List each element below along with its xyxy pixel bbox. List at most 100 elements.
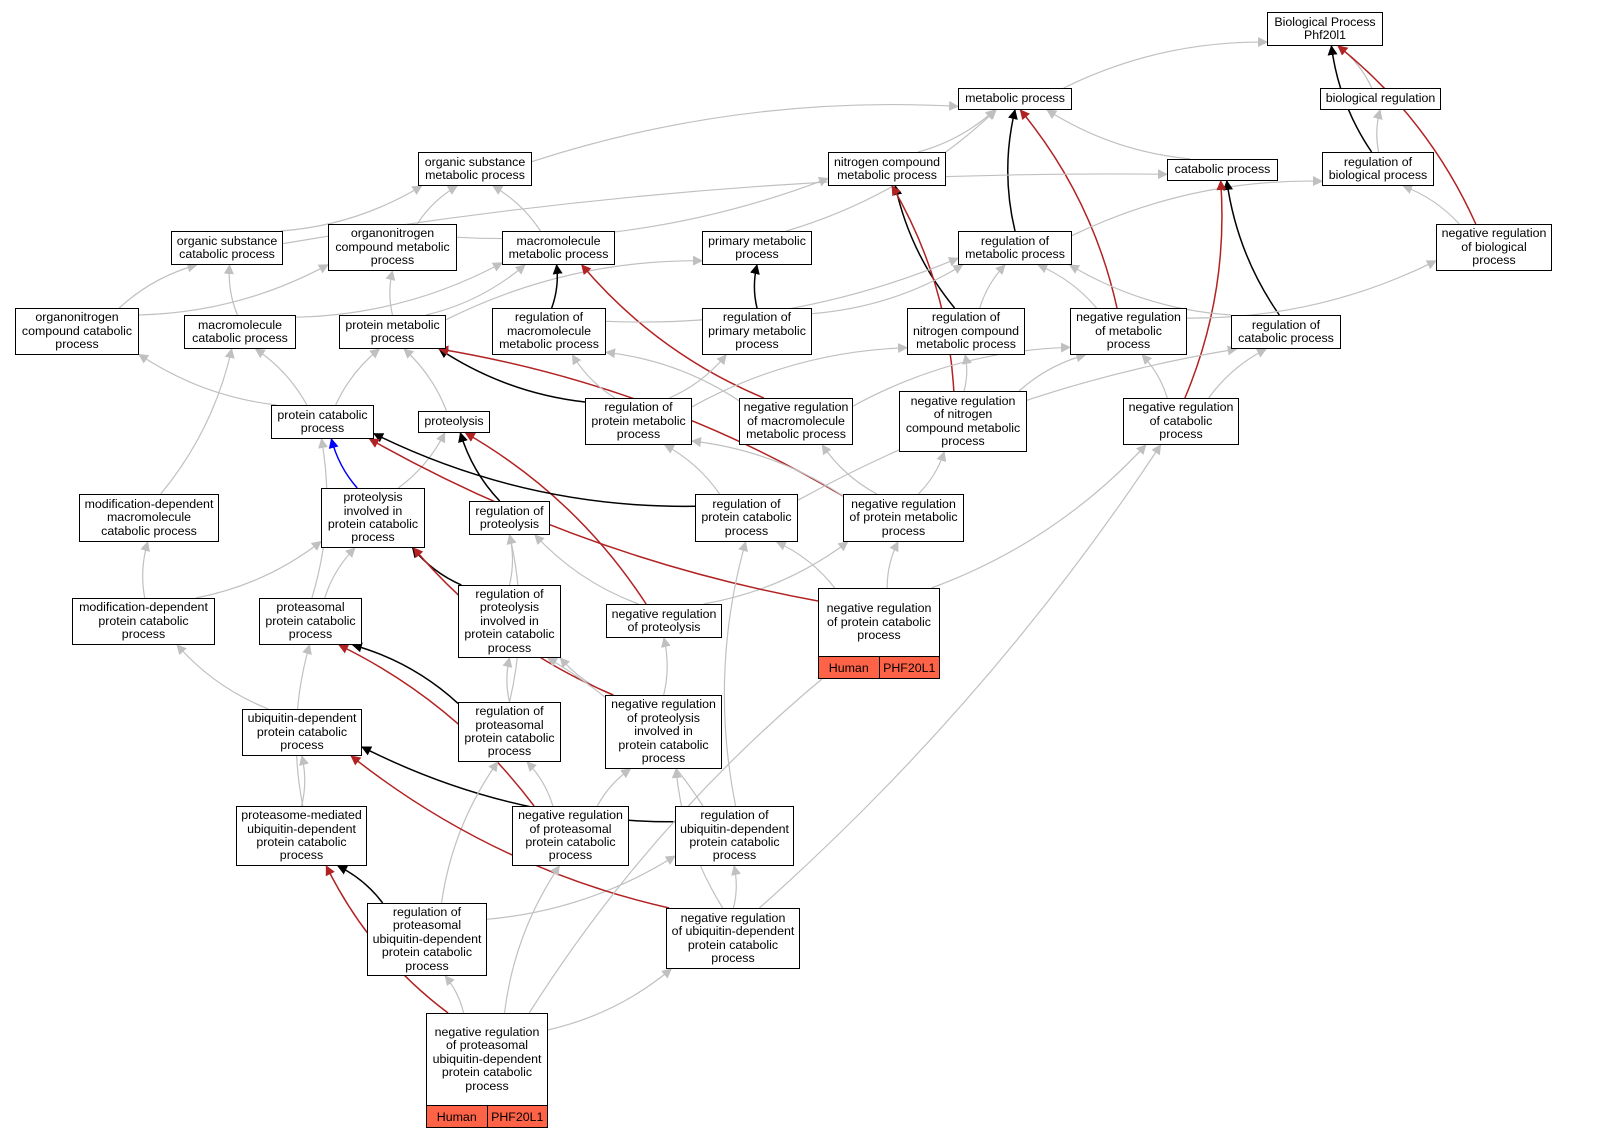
go-term-node-mdmcp[interactable]: modification-dependent macromolecule cat… — [79, 494, 219, 542]
go-term-label: regulation of biological process — [1328, 154, 1428, 182]
go-term-node-bp[interactable]: Biological Process Phf20l1 — [1267, 12, 1383, 46]
go-term-node-nrmp[interactable]: negative regulation of metabolic process — [1070, 308, 1187, 355]
edge-mp-to-bp — [1063, 36, 1268, 89]
go-term-label: negative regulation of proteasomal prote… — [518, 808, 623, 863]
annotation-species: Human — [819, 657, 879, 678]
go-term-label: Biological Process Phf20l1 — [1274, 14, 1376, 42]
go-term-node-rprot[interactable]: regulation of proteolysis — [469, 501, 550, 535]
go-term-node-pipcp[interactable]: proteolysis involved in protein cataboli… — [321, 488, 425, 548]
edge-pcp-to-onccp — [138, 353, 277, 406]
go-term-label: negative regulation of proteasomal ubiqu… — [432, 1024, 542, 1093]
go-term-node-rpipcp[interactable]: regulation of proteolysis involved in pr… — [458, 585, 561, 658]
go-term-label: negative regulation of nitrogen compound… — [905, 393, 1021, 448]
go-term-node-nrudpcp[interactable]: negative regulation of ubiquitin-depende… — [666, 908, 800, 969]
go-term-label: proteolysis — [424, 414, 484, 429]
go-term-node-pcp[interactable]: protein catabolic process — [271, 405, 374, 439]
edge-pcp-to-prmp — [335, 348, 381, 406]
go-term-label: regulation of proteasomal protein catabo… — [464, 704, 555, 759]
go-term-node-oncmp[interactable]: organonitrogen compound metabolic proces… — [328, 224, 457, 271]
edge-pmudpcp-to-udpcp — [299, 755, 309, 807]
edge-nrudpcp-to-udpcp — [350, 755, 670, 909]
annotation-species: Human — [427, 1106, 487, 1127]
go-term-node-mdpcp[interactable]: modification-dependent protein catabolic… — [72, 598, 215, 645]
edge-cp-to-mp — [1046, 109, 1191, 160]
go-term-node-nrpcp[interactable]: negative regulation of protein catabolic… — [818, 588, 940, 679]
go-term-node-rcp[interactable]: regulation of catabolic process — [1231, 315, 1341, 349]
edge-rcp-to-rmp — [1068, 264, 1232, 316]
edge-nrbp-to-rbp — [1402, 184, 1460, 225]
go-term-node-mmp[interactable]: macromolecule metabolic process — [502, 231, 615, 265]
go-term-node-nrcp[interactable]: negative regulation of catabolic process — [1123, 398, 1239, 445]
go-term-node-pmp[interactable]: primary metabolic process — [702, 231, 812, 265]
go-term-node-nrmmp[interactable]: negative regulation of macromolecule met… — [739, 398, 853, 445]
go-term-node-pmudpcp[interactable]: proteasome-mediated ubiquitin-dependent … — [236, 806, 367, 866]
edge-nrpudpcp-to-nrppcp — [503, 865, 560, 1014]
go-term-node-rudpcp[interactable]: regulation of ubiquitin-dependent protei… — [675, 806, 794, 866]
go-term-label: nitrogen compound metabolic process — [833, 154, 941, 182]
edge-rmp-to-rbp — [1071, 176, 1323, 237]
go-term-node-nrncmp[interactable]: negative regulation of nitrogen compound… — [899, 391, 1027, 452]
annotation-gene: PHF20L1 — [878, 657, 939, 678]
go-term-node-oscp[interactable]: organic substance catabolic process — [171, 231, 283, 265]
edge-prot-to-prmp — [403, 348, 448, 412]
edge-oncmp-to-osmp — [416, 185, 458, 225]
go-term-node-rpcp[interactable]: regulation of protein catabolic process — [695, 494, 798, 542]
go-term-node-prot[interactable]: proteolysis — [418, 411, 490, 433]
go-term-node-rbp[interactable]: regulation of biological process — [1322, 152, 1434, 186]
go-term-node-rprmp[interactable]: regulation of protein metabolic process — [585, 398, 692, 445]
go-term-label: negative regulation of catabolic process — [1128, 400, 1234, 442]
go-term-label: proteasomal protein catabolic process — [265, 600, 356, 642]
go-term-node-cp[interactable]: catabolic process — [1167, 159, 1278, 181]
edge-nrbp-to-bp — [1337, 45, 1477, 225]
edge-nrudpcp-to-nrcp — [759, 444, 1162, 909]
edge-rncmp-to-ncmp — [892, 185, 956, 309]
go-term-node-rppcp[interactable]: regulation of proteasomal protein catabo… — [458, 702, 561, 762]
go-term-node-nrpipcp[interactable]: negative regulation of proteolysis invol… — [605, 695, 722, 769]
go-term-node-rncmp[interactable]: regulation of nitrogen compound metaboli… — [907, 308, 1025, 355]
edge-nrpcp-to-nrcp — [931, 444, 1147, 589]
edge-mcp-to-oscp — [223, 264, 238, 316]
go-term-node-ppcp[interactable]: proteasomal protein catabolic process — [259, 598, 362, 645]
edge-nrudpcp-to-rudpcp — [731, 865, 741, 909]
go-term-node-rmp[interactable]: regulation of metabolic process — [958, 231, 1072, 265]
go-term-label: primary metabolic process — [708, 233, 806, 261]
edge-rbp-to-br — [1372, 109, 1383, 153]
go-term-node-rmmp[interactable]: regulation of macromolecule metabolic pr… — [492, 308, 606, 355]
go-term-node-mp[interactable]: metabolic process — [958, 88, 1072, 110]
go-term-label: organonitrogen compound catabolic proces… — [21, 310, 133, 352]
edge-udpcp-to-mdpcp — [176, 644, 269, 710]
go-term-node-ncmp[interactable]: nitrogen compound metabolic process — [828, 152, 946, 186]
edge-ppcp-to-pipcp — [324, 547, 356, 599]
go-term-node-nrprot[interactable]: negative regulation of proteolysis — [606, 604, 722, 638]
go-term-node-osmp[interactable]: organic substance metabolic process — [418, 152, 532, 186]
edge-nrpcp-to-rpcp — [775, 541, 836, 589]
go-term-label: modification-dependent protein catabolic… — [79, 600, 208, 642]
go-term-node-nrppcp[interactable]: negative regulation of proteasomal prote… — [512, 806, 629, 866]
edge-rprmp-to-rmmp — [571, 354, 616, 399]
go-term-node-nrprmp[interactable]: negative regulation of protein metabolic… — [843, 494, 964, 542]
go-term-node-br[interactable]: biological regulation — [1320, 88, 1441, 110]
go-term-node-udpcp[interactable]: ubiquitin-dependent protein catabolic pr… — [242, 709, 362, 756]
edge-prmp-to-mmp — [425, 264, 526, 316]
edge-nrprot-to-nrprmp — [703, 541, 849, 605]
edge-nrpudpcp-to-nrudpcp — [547, 968, 672, 1031]
go-term-node-nrpudpcp[interactable]: negative regulation of proteasomal ubiqu… — [426, 1013, 548, 1128]
go-term-label: biological regulation — [1325, 91, 1436, 106]
go-term-node-rpmp[interactable]: regulation of primary metabolic process — [702, 308, 812, 355]
go-term-node-onccp[interactable]: organonitrogen compound catabolic proces… — [15, 308, 139, 355]
edge-mmp-to-osmp — [492, 185, 542, 232]
go-term-node-rpudpcp[interactable]: regulation of proteasomal ubiquitin-depe… — [367, 903, 487, 976]
edge-rprmp-to-prmp — [438, 348, 586, 403]
edge-nrmmp-to-mmp — [581, 264, 765, 399]
edge-rmp-to-mp — [1007, 109, 1018, 232]
go-term-node-nrbp[interactable]: negative regulation of biological proces… — [1436, 224, 1552, 271]
go-term-label: regulation of protein catabolic process — [701, 496, 792, 538]
edge-nrprmp-to-nrmmp — [821, 444, 878, 495]
go-term-label: negative regulation of proteolysis invol… — [611, 697, 716, 766]
edge-oscp-to-osmp — [280, 185, 423, 232]
go-term-node-mcp[interactable]: macromolecule catabolic process — [184, 315, 296, 349]
go-term-label: metabolic process — [965, 91, 1065, 106]
go-term-node-prmp[interactable]: protein metabolic process — [339, 315, 446, 349]
edge-rpmp-to-rmp — [811, 264, 964, 315]
